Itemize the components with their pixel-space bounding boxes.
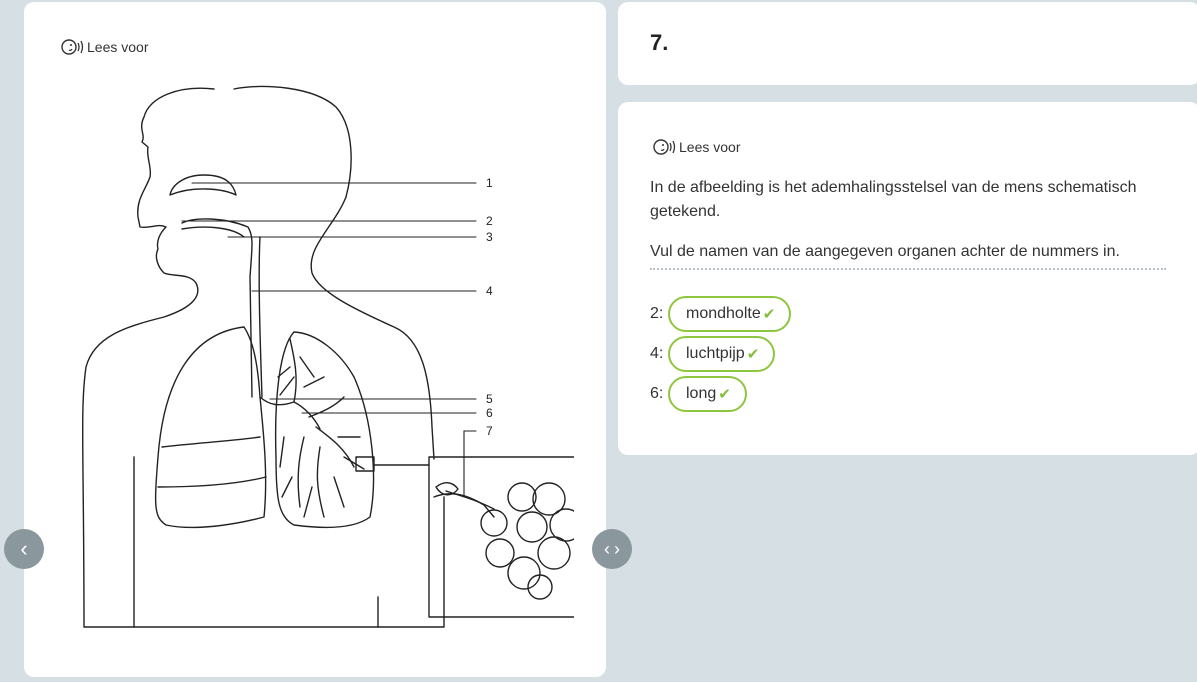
- question-number-card: 7.: [618, 2, 1197, 85]
- question-intro: In de afbeelding is het ademhalingsstels…: [650, 179, 1137, 220]
- question-instruction: Vul de namen van de aangegeven organen a…: [650, 243, 1120, 260]
- panel-toggle-button[interactable]: ‹ ›: [592, 529, 632, 569]
- answer-row: 2: mondholte ✔: [650, 296, 792, 332]
- answer-number: 4:: [650, 345, 664, 362]
- diagram-label-6: 6: [486, 406, 493, 420]
- diagram-label-5: 5: [486, 392, 493, 406]
- answer-value: long: [686, 385, 717, 402]
- answer-row: 6: long ✔: [650, 376, 747, 412]
- answer-number: 2:: [650, 305, 664, 322]
- check-icon: ✔: [762, 306, 776, 323]
- chevron-left-icon: ‹: [20, 536, 28, 561]
- divider: [650, 268, 1166, 270]
- diagram-label-4: 4: [486, 284, 493, 298]
- answer-input[interactable]: mondholte ✔: [668, 296, 792, 332]
- diagram-label-3: 3: [486, 230, 493, 244]
- answer-value: mondholte: [686, 305, 761, 322]
- diagram-label-1: 1: [486, 176, 493, 190]
- diagram-label-7: 7: [486, 424, 493, 438]
- answer-row: 4: luchtpijp ✔: [650, 336, 776, 372]
- diagram-label-2: 2: [486, 214, 493, 228]
- answer-input[interactable]: long ✔: [668, 376, 747, 412]
- answer-input[interactable]: luchtpijp ✔: [668, 336, 776, 372]
- diagram-panel: Lees voor: [24, 2, 606, 677]
- respiratory-system-diagram: 1 2 3 4 5 6 7: [81, 85, 574, 628]
- question-number: 7.: [650, 30, 669, 55]
- check-icon: ✔: [718, 386, 731, 403]
- answer-value: luchtpijp: [686, 345, 745, 362]
- read-aloud-icon: [60, 38, 84, 56]
- read-aloud-icon: [652, 138, 676, 156]
- question-read-aloud-button[interactable]: Lees voor: [652, 138, 740, 156]
- chevron-right-icon: ›: [614, 538, 620, 559]
- read-aloud-button[interactable]: Lees voor: [60, 38, 148, 56]
- read-aloud-label: Lees voor: [87, 39, 149, 55]
- read-aloud-label: Lees voor: [679, 139, 741, 155]
- check-icon: ✔: [746, 346, 760, 363]
- answer-number: 6:: [650, 385, 664, 402]
- previous-button[interactable]: ‹: [4, 529, 44, 569]
- question-card: Lees voor In de afbeelding is het ademha…: [618, 102, 1197, 455]
- chevron-left-icon: ‹: [604, 538, 610, 559]
